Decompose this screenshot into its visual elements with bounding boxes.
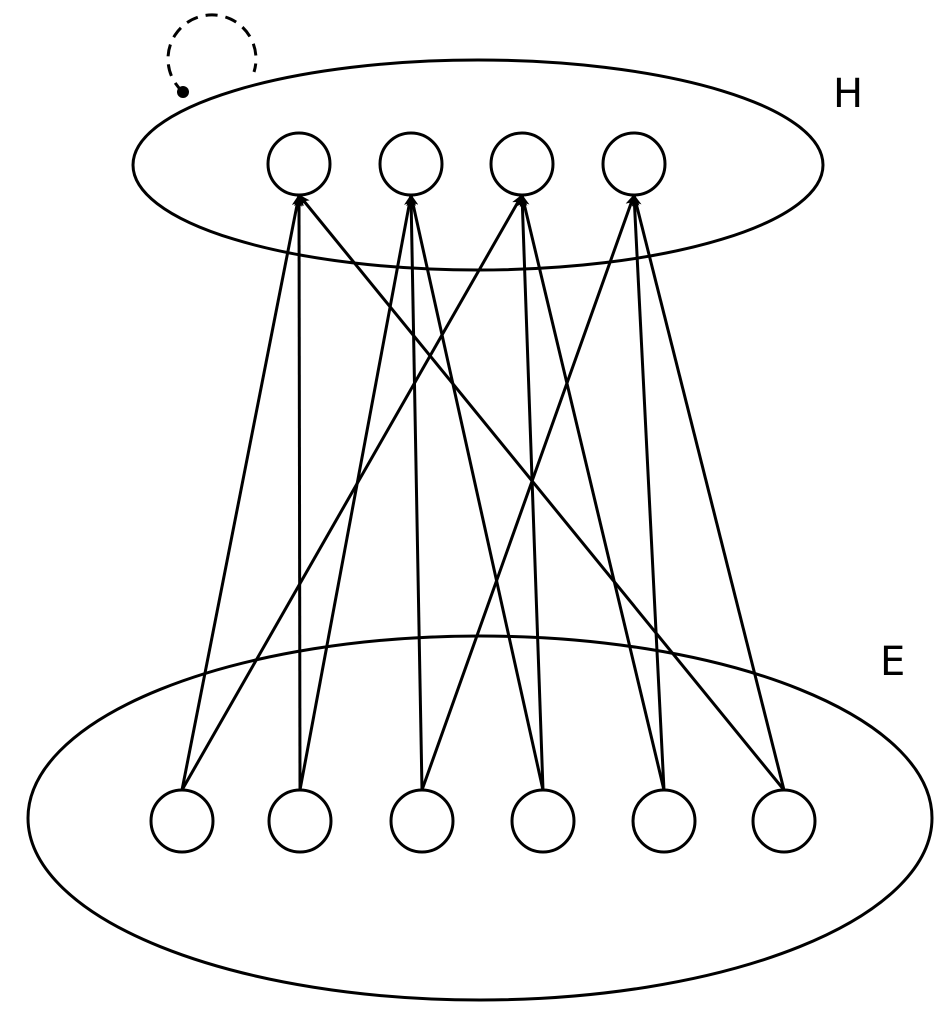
e-neuron-5 xyxy=(631,788,697,854)
connection-arrow-e1-h3 xyxy=(180,194,524,791)
connection-arrow-e5-h3 xyxy=(519,194,666,791)
h-neuron-4 xyxy=(601,131,667,197)
h-neuron-3 xyxy=(489,131,555,197)
connection-arrow-e6-h1 xyxy=(297,194,786,791)
connection-arrow-e4-h3 xyxy=(517,194,545,791)
e-layer-boundary xyxy=(26,634,934,1002)
connection-arrow-e3-h2 xyxy=(406,194,424,791)
recurrent-loop-dot xyxy=(177,86,189,98)
connection-arrow-e4-h2 xyxy=(408,194,545,791)
e-neuron-4 xyxy=(510,788,576,854)
h-layer-boundary xyxy=(131,58,825,272)
e-layer-label: E xyxy=(880,639,906,685)
e-neuron-3 xyxy=(389,788,455,854)
connection-arrow-e6-h4 xyxy=(631,194,786,791)
recurrent-loop xyxy=(166,13,258,94)
connection-arrow-e2-h1 xyxy=(294,194,305,791)
e-neuron-1 xyxy=(149,788,215,854)
connection-arrow-e3-h4 xyxy=(420,194,636,791)
e-neuron-6 xyxy=(751,788,817,854)
connection-arrow-e5-h4 xyxy=(629,194,666,791)
h-layer-label: H xyxy=(833,71,864,117)
connections-group xyxy=(180,194,786,791)
connection-arrow-e1-h1 xyxy=(180,194,302,791)
h-neuron-1 xyxy=(266,131,332,197)
h-neuron-2 xyxy=(378,131,444,197)
e-neuron-2 xyxy=(267,788,333,854)
neurons-group xyxy=(149,131,817,854)
connection-arrow-e2-h2 xyxy=(298,194,414,791)
